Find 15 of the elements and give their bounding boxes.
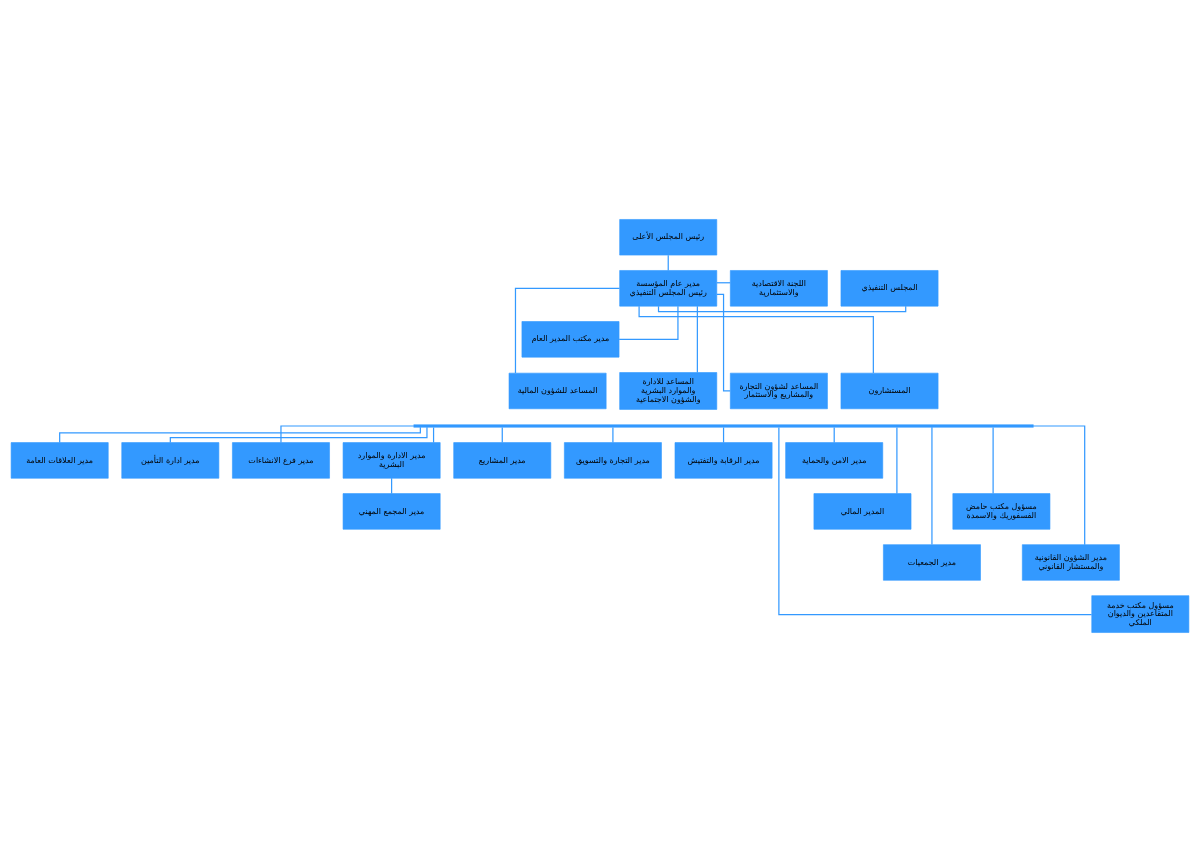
connector	[896, 426, 898, 495]
connector	[612, 426, 614, 444]
connector	[992, 426, 994, 495]
connector	[657, 305, 907, 313]
connector	[638, 305, 874, 374]
connector	[1032, 425, 1086, 546]
connector	[280, 425, 415, 444]
connector	[169, 426, 428, 444]
node-bar	[413, 424, 1034, 428]
connector	[931, 426, 933, 546]
connector	[696, 305, 698, 374]
connector	[618, 305, 679, 340]
connector	[716, 293, 731, 392]
connector	[514, 287, 621, 374]
connector	[59, 426, 421, 444]
